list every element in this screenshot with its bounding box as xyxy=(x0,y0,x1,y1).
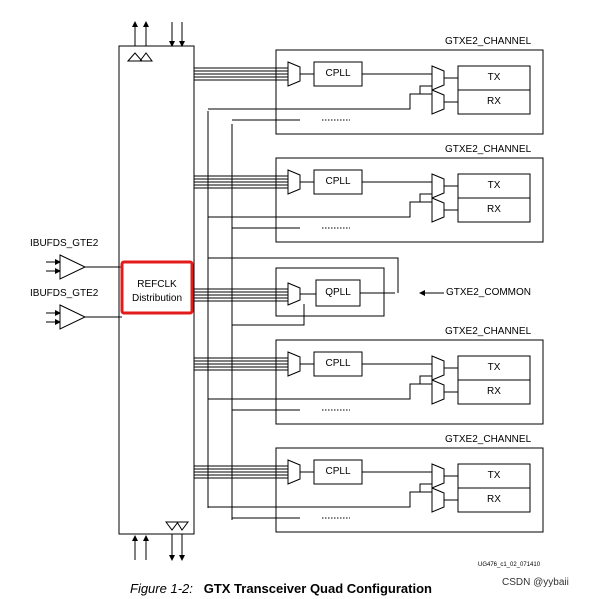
refclk-label-line2: Distribution xyxy=(131,293,183,304)
channel-rx-label-3: RX xyxy=(487,386,501,397)
ibufds-label-2: IBUFDS_GTE2 xyxy=(30,288,99,299)
doc-id: UG476_c1_02_071410 xyxy=(478,562,541,568)
channel-title-3: GTXE2_CHANNEL xyxy=(445,326,532,337)
figure-title: GTX Transceiver Quad Configuration xyxy=(203,581,432,596)
channel-title-4: GTXE2_CHANNEL xyxy=(445,434,532,445)
gtxe2-channel-4 xyxy=(194,447,544,533)
ibufds-buffer-2 xyxy=(46,304,122,330)
gtxe2-channel-3 xyxy=(194,339,544,425)
channel-pll-label-3: CPLL xyxy=(325,358,351,369)
refclk-label-line1: REFCLK xyxy=(137,279,177,290)
channel-tx-label-3: TX xyxy=(487,362,501,373)
channel-tx-label-2: TX xyxy=(487,180,501,191)
channel-rx-label-2: RX xyxy=(487,204,501,215)
channel-pll-label-1: CPLL xyxy=(325,68,351,79)
channel-rx-label-4: RX xyxy=(487,494,501,505)
gtxe2-common-block xyxy=(194,257,444,326)
vertical-clock-lines xyxy=(207,111,233,520)
ibufds-label-1: IBUFDS_GTE2 xyxy=(30,238,99,249)
channel-tx-label-4: TX xyxy=(487,470,501,481)
channel-title-2: GTXE2_CHANNEL xyxy=(445,144,532,155)
watermark: CSDN @yybaii xyxy=(502,577,569,588)
channel-group xyxy=(194,49,544,533)
refclk-distribution-box xyxy=(120,260,194,315)
channel-rx-label-1: RX xyxy=(487,96,501,107)
common-pll-label: QPLL xyxy=(325,287,351,298)
figure-number: Figure 1-2: xyxy=(130,581,193,596)
channel-pll-label-2: CPLL xyxy=(325,176,351,187)
channel-title-1: GTXE2_CHANNEL xyxy=(445,36,532,47)
bottom-clock-arrows xyxy=(132,521,189,561)
common-title: GTXE2_COMMON xyxy=(446,287,532,298)
channel-pll-label-4: CPLL xyxy=(325,466,351,477)
ibufds-buffer-1 xyxy=(46,254,122,280)
gtxe2-channel-2 xyxy=(194,157,544,243)
top-clock-arrows xyxy=(126,21,185,62)
figure-caption: Figure 1-2: GTX Transceiver Quad Configu… xyxy=(130,581,432,596)
gtxe2-channel-1 xyxy=(194,49,544,135)
channel-tx-label-1: TX xyxy=(487,72,501,83)
